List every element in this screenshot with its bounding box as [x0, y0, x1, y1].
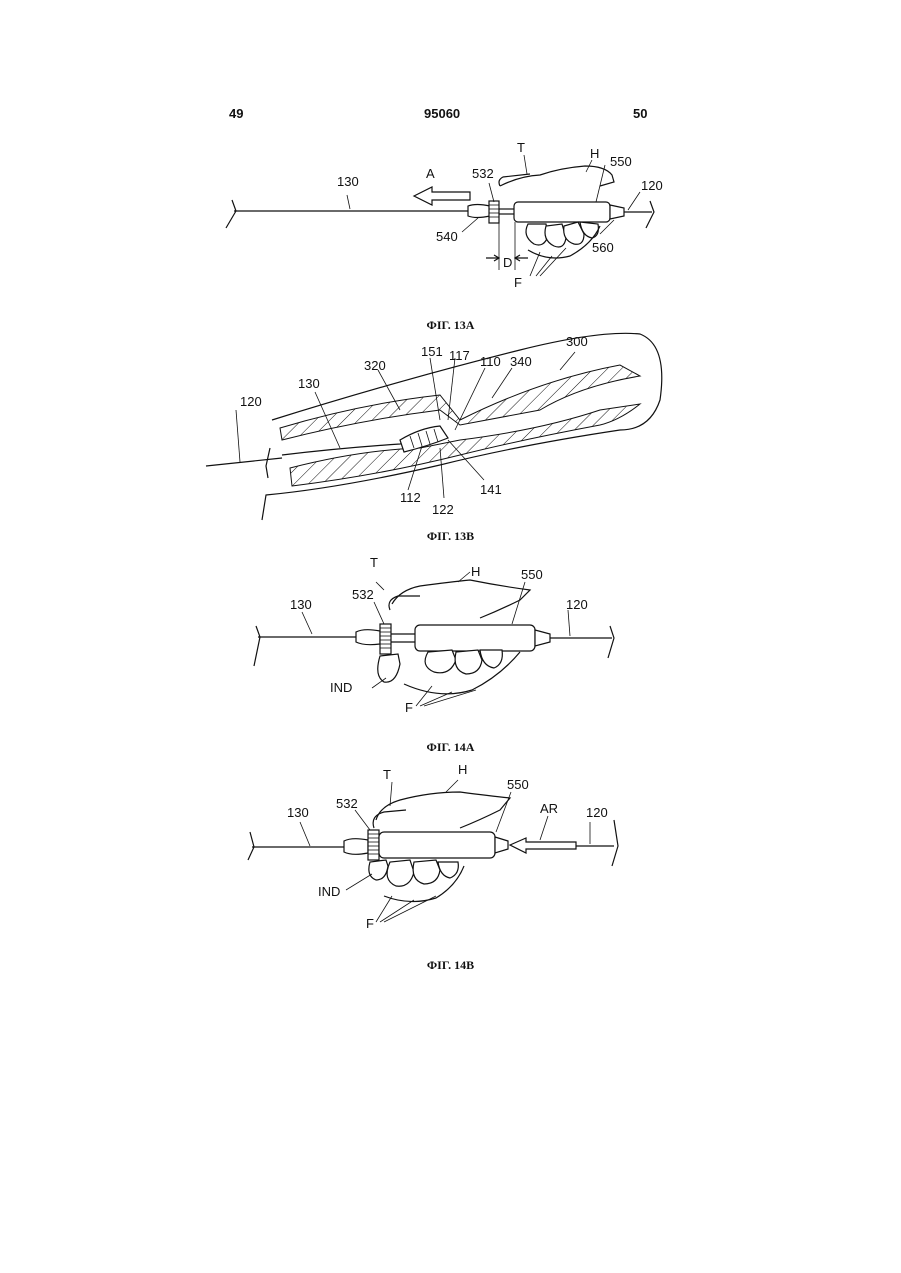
knurled-wheel-532	[489, 201, 499, 223]
label-ind: IND	[318, 884, 340, 899]
label-141: 141	[480, 482, 502, 497]
label-130: 130	[298, 376, 320, 391]
label-130: 130	[290, 597, 312, 612]
label-t: T	[370, 555, 378, 570]
label-120: 120	[586, 805, 608, 820]
tip	[344, 839, 368, 855]
label-d: D	[503, 255, 512, 270]
figure-14b: T H 550 532 130 AR 120 IND F	[248, 762, 618, 931]
thumb-t	[389, 596, 420, 610]
arrow-a	[414, 187, 470, 205]
label-120: 120	[641, 178, 663, 193]
tip	[356, 630, 380, 645]
label-f: F	[366, 916, 374, 931]
label-300: 300	[566, 334, 588, 349]
label-f: F	[405, 700, 413, 715]
thumb-t	[373, 810, 406, 828]
knurled-wheel-532	[368, 830, 379, 860]
caption-fig-14b: ФІГ. 14В	[0, 958, 901, 973]
caption-fig-13b: ФІГ. 13В	[0, 529, 901, 544]
label-a: A	[426, 166, 435, 181]
label-340: 340	[510, 354, 532, 369]
fingers-f	[378, 650, 520, 694]
label-130: 130	[337, 174, 359, 189]
label-120: 120	[240, 394, 262, 409]
caption-fig-13a: ФІГ. 13А	[0, 318, 901, 333]
label-117: 117	[449, 348, 470, 363]
arrow-ar	[510, 838, 576, 853]
label-h: H	[471, 564, 480, 579]
hand-h	[376, 792, 510, 828]
label-h: H	[458, 762, 467, 777]
hand-h	[392, 580, 530, 618]
label-532: 532	[336, 796, 358, 811]
handle-body-550	[415, 625, 535, 651]
figure-14a: T H 550 130 532 120 IND F	[254, 555, 614, 715]
label-550: 550	[507, 777, 529, 792]
figure-13b: 120 130 320 151 117 110 340 300 112 122 …	[206, 333, 662, 520]
label-ar: AR	[540, 801, 558, 816]
knurled-wheel-532	[380, 624, 391, 654]
label-110: 110	[480, 354, 501, 369]
figure-13a: 130 A 532 T H 550 120 540 560 D F	[226, 140, 663, 290]
handle-body-550	[379, 832, 495, 858]
label-320: 320	[364, 358, 386, 373]
label-550: 550	[521, 567, 543, 582]
label-130: 130	[287, 805, 309, 820]
label-550: 550	[610, 154, 632, 169]
caption-fig-14a: ФІГ. 14А	[0, 740, 901, 755]
label-t: T	[383, 767, 391, 782]
label-f: F	[514, 275, 522, 290]
label-t: T	[517, 140, 525, 155]
tip-540	[468, 205, 490, 218]
end-cap-560	[610, 205, 624, 219]
label-540: 540	[436, 229, 458, 244]
label-112: 112	[400, 490, 421, 505]
fingers-f	[526, 222, 600, 258]
label-122: 122	[432, 502, 454, 517]
label-560: 560	[592, 240, 614, 255]
label-120: 120	[566, 597, 588, 612]
label-532: 532	[472, 166, 494, 181]
fingers-f	[369, 860, 464, 902]
handle-body-550	[514, 202, 610, 222]
label-532: 532	[352, 587, 374, 602]
label-ind: IND	[330, 680, 352, 695]
label-151: 151	[421, 344, 443, 359]
label-h: H	[590, 146, 599, 161]
break-mark	[226, 200, 236, 228]
